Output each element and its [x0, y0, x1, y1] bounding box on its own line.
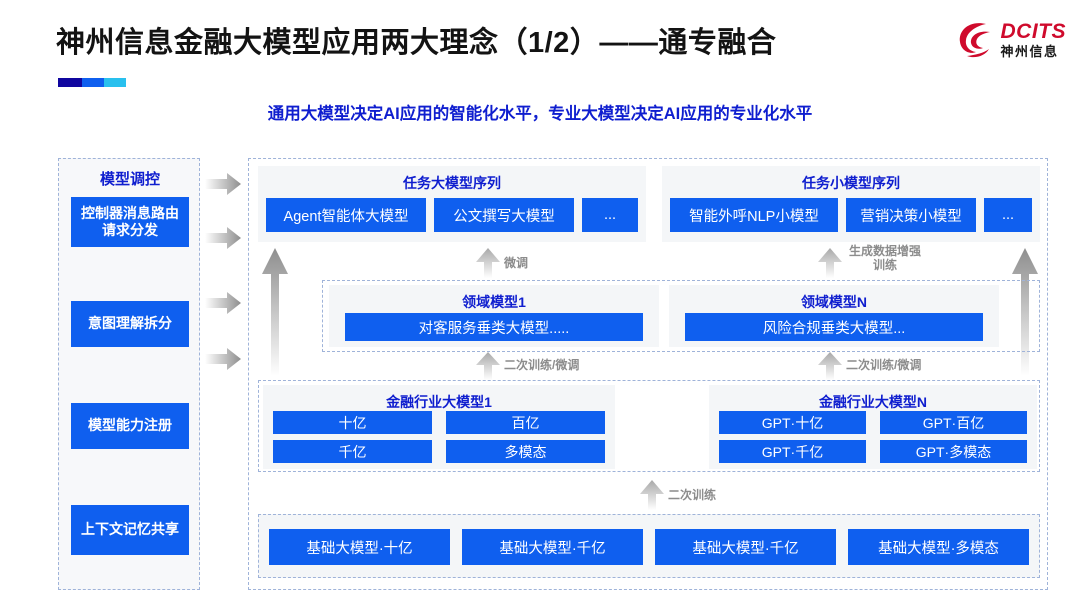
base-model-item[interactable]: 基础大模型·多模态	[848, 529, 1029, 565]
task-small-model-sequence-card: 任务小模型序列 智能外呼NLP小模型 营销决策小模型 ...	[662, 166, 1040, 242]
flow-arrow-right-icon	[205, 227, 241, 249]
flow-arrow-up-retrain-left-icon	[476, 352, 500, 380]
company-logo: DCITS 神州信息	[956, 18, 1067, 60]
industry-model-n-item[interactable]: GPT·千亿	[719, 440, 866, 463]
task-small-model-sequence-title: 任务小模型序列	[802, 175, 900, 191]
base-model-item[interactable]: 基础大模型·千亿	[655, 529, 836, 565]
task-big-model-item[interactable]: 公文撰写大模型	[434, 198, 574, 232]
task-big-model-sequence-card: 任务大模型序列 Agent智能体大模型 公文撰写大模型 ...	[258, 166, 646, 242]
slide-subtitle: 通用大模型决定AI应用的智能化水平，专业大模型决定AI应用的专业化水平	[267, 105, 813, 123]
task-small-model-item[interactable]: 营销决策小模型	[846, 198, 976, 232]
arrow-label-retrain: 二次训练	[668, 488, 717, 502]
task-small-model-item-more[interactable]: ...	[984, 198, 1032, 232]
industry-model-1-item[interactable]: 多模态	[446, 440, 605, 463]
industry-models-group: 金融行业大模型1 十亿 百亿 千亿 多模态 金融行业大模型N GPT·十亿 GP…	[258, 380, 1040, 472]
domain-model-n-card: 领域模型N 风险合规垂类大模型...	[669, 285, 999, 347]
industry-model-1-item[interactable]: 十亿	[273, 411, 432, 434]
flow-arrow-up-tall-right-icon	[1012, 248, 1038, 376]
domain-models-group: 领域模型1 对客服务垂类大模型..... 领域模型N 风险合规垂类大模型...	[322, 280, 1040, 352]
task-big-model-item-more[interactable]: ...	[582, 198, 638, 232]
task-small-model-item[interactable]: 智能外呼NLP小模型	[670, 198, 838, 232]
control-button-intent[interactable]: 意图理解拆分	[71, 301, 189, 347]
domain-model-n-title: 领域模型N	[800, 294, 868, 310]
industry-model-n-item[interactable]: GPT·百亿	[880, 411, 1027, 434]
control-button-router[interactable]: 控制器消息路由请求分发	[71, 197, 189, 247]
swirl-logo-icon	[956, 18, 996, 60]
flow-arrow-right-icon	[205, 292, 241, 314]
flow-arrow-right-icon	[205, 173, 241, 195]
domain-model-1-title: 领域模型1	[462, 294, 526, 310]
base-model-item[interactable]: 基础大模型·十亿	[269, 529, 450, 565]
model-control-panel: 模型调控 控制器消息路由请求分发 意图理解拆分 模型能力注册 上下文记忆共享	[58, 158, 200, 590]
arrow-label-fine-tune: 微调	[504, 256, 529, 270]
industry-model-1-card: 金融行业大模型1 十亿 百亿 千亿 多模态	[263, 385, 615, 469]
flow-arrow-right-icon	[205, 348, 241, 370]
industry-model-n-title: 金融行业大模型N	[818, 394, 928, 410]
industry-model-1-title: 金融行业大模型1	[386, 394, 492, 410]
flow-arrow-up-retrain-right-icon	[818, 352, 842, 380]
industry-model-n-item[interactable]: GPT·十亿	[719, 411, 866, 434]
arrow-label-retrain-finetune-right: 二次训练/微调	[846, 358, 922, 372]
accent-bar	[58, 78, 126, 87]
flow-arrow-up-gen-data-icon	[818, 248, 842, 278]
industry-model-n-item[interactable]: GPT·多模态	[880, 440, 1027, 463]
logo-brand-en: DCITS	[1000, 19, 1066, 43]
arrow-label-retrain-finetune-left: 二次训练/微调	[504, 358, 580, 372]
slide-header: 神州信息金融大模型应用两大理念（1/2）——通专融合 通用大模型决定AI应用的智…	[0, 0, 1080, 140]
control-button-registry[interactable]: 模型能力注册	[71, 403, 189, 449]
logo-brand-cn: 神州信息	[1000, 43, 1059, 59]
architecture-diagram: 模型调控 控制器消息路由请求分发 意图理解拆分 模型能力注册 上下文记忆共享 任…	[0, 140, 1080, 608]
task-big-model-item[interactable]: Agent智能体大模型	[266, 198, 426, 232]
base-model-item[interactable]: 基础大模型·千亿	[462, 529, 643, 565]
domain-model-n-item[interactable]: 风险合规垂类大模型...	[685, 313, 983, 341]
domain-model-1-card: 领域模型1 对客服务垂类大模型.....	[329, 285, 659, 347]
base-models-group: 基础大模型·十亿 基础大模型·千亿 基础大模型·千亿 基础大模型·多模态	[258, 514, 1040, 578]
flow-arrow-up-tall-left-icon	[262, 248, 288, 376]
industry-model-1-item[interactable]: 百亿	[446, 411, 605, 434]
model-control-title: 模型调控	[99, 171, 160, 188]
flow-arrow-up-retrain-icon	[640, 480, 664, 510]
industry-model-1-item[interactable]: 千亿	[273, 440, 432, 463]
industry-model-n-card: 金融行业大模型N GPT·十亿 GPT·百亿 GPT·千亿 GPT·多模态	[709, 385, 1037, 469]
page-title: 神州信息金融大模型应用两大理念（1/2）——通专融合	[56, 27, 777, 59]
domain-model-1-item[interactable]: 对客服务垂类大模型.....	[345, 313, 643, 341]
arrow-label-gen-data-aug: 生成数据增强训练	[848, 244, 921, 273]
control-button-context[interactable]: 上下文记忆共享	[71, 505, 189, 555]
task-big-model-sequence-title: 任务大模型序列	[403, 175, 501, 191]
flow-arrow-up-finetune-icon	[476, 248, 500, 278]
